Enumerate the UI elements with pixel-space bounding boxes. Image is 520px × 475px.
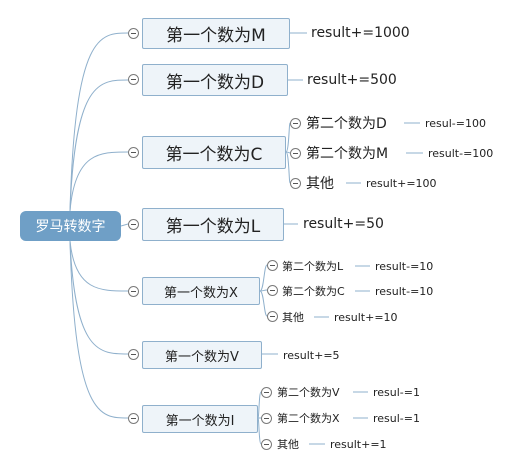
- connector-line: [257, 391, 262, 419]
- connector-line: [69, 151, 129, 212]
- result-c-other[interactable]: result+=100: [366, 176, 437, 190]
- root-node[interactable]: 罗马转数字: [20, 211, 121, 241]
- sub-node-c-m[interactable]: 第二个数为M: [306, 146, 389, 162]
- collapse-icon[interactable]: [128, 286, 139, 297]
- collapse-icon[interactable]: [267, 260, 278, 271]
- result-v[interactable]: result+=5: [283, 348, 340, 362]
- sub-node-x-c[interactable]: 第二个数为C: [282, 285, 345, 298]
- result-l[interactable]: result+=50: [303, 216, 384, 232]
- collapse-icon[interactable]: [128, 74, 139, 85]
- sub-node-c-other[interactable]: 其他: [306, 176, 334, 192]
- sub-node-x-l[interactable]: 第二个数为L: [282, 260, 344, 273]
- collapse-icon[interactable]: [128, 28, 139, 39]
- sub-node-i-v[interactable]: 第二个数为V: [277, 386, 340, 399]
- branch-node-l[interactable]: 第一个数为L: [142, 208, 284, 241]
- connector-line: [69, 32, 129, 212]
- collapse-icon[interactable]: [290, 118, 301, 129]
- connector-line: [285, 122, 291, 153]
- sub-node-i-other[interactable]: 其他: [277, 438, 299, 451]
- collapse-icon[interactable]: [128, 413, 139, 424]
- collapse-icon[interactable]: [128, 219, 139, 230]
- result-x-l[interactable]: result-=10: [375, 259, 434, 273]
- result-d[interactable]: result+=500: [307, 72, 397, 88]
- result-c-m[interactable]: result-=100: [428, 146, 494, 160]
- sub-node-x-other[interactable]: 其他: [282, 311, 304, 324]
- result-m[interactable]: result+=1000: [311, 25, 410, 41]
- collapse-icon[interactable]: [267, 311, 278, 322]
- branch-node-x[interactable]: 第一个数为X: [142, 277, 260, 305]
- collapse-icon[interactable]: [261, 387, 272, 398]
- branch-node-d[interactable]: 第一个数为D: [142, 64, 288, 96]
- connector-line: [259, 290, 268, 317]
- connector-line: [69, 240, 129, 419]
- collapse-icon[interactable]: [261, 413, 272, 424]
- result-x-other[interactable]: result+=10: [334, 310, 398, 324]
- connector-line: [69, 240, 129, 355]
- result-i-x[interactable]: resul-=1: [373, 411, 420, 425]
- sub-node-c-d[interactable]: 第二个数为D: [306, 116, 387, 132]
- collapse-icon[interactable]: [261, 439, 272, 450]
- branch-node-m[interactable]: 第一个数为M: [142, 18, 290, 49]
- connector-line: [285, 151, 291, 184]
- result-c-d[interactable]: resul-=100: [425, 116, 486, 130]
- result-i-v[interactable]: resul-=1: [373, 385, 420, 399]
- collapse-icon[interactable]: [290, 178, 301, 189]
- collapse-icon[interactable]: [128, 147, 139, 158]
- connector-line: [120, 223, 129, 227]
- collapse-icon[interactable]: [128, 349, 139, 360]
- collapse-icon[interactable]: [267, 285, 278, 296]
- result-i-other[interactable]: result+=1: [330, 437, 387, 451]
- result-x-c[interactable]: result-=10: [375, 284, 434, 298]
- connector-line: [257, 417, 262, 445]
- branch-node-c[interactable]: 第一个数为C: [142, 136, 286, 169]
- connector-line: [69, 240, 129, 292]
- branch-node-i[interactable]: 第一个数为I: [142, 405, 258, 433]
- connector-line: [259, 264, 268, 292]
- collapse-icon[interactable]: [290, 148, 301, 159]
- connector-line: [69, 79, 129, 212]
- branch-node-v[interactable]: 第一个数为V: [142, 341, 262, 369]
- sub-node-i-x[interactable]: 第二个数为X: [277, 412, 340, 425]
